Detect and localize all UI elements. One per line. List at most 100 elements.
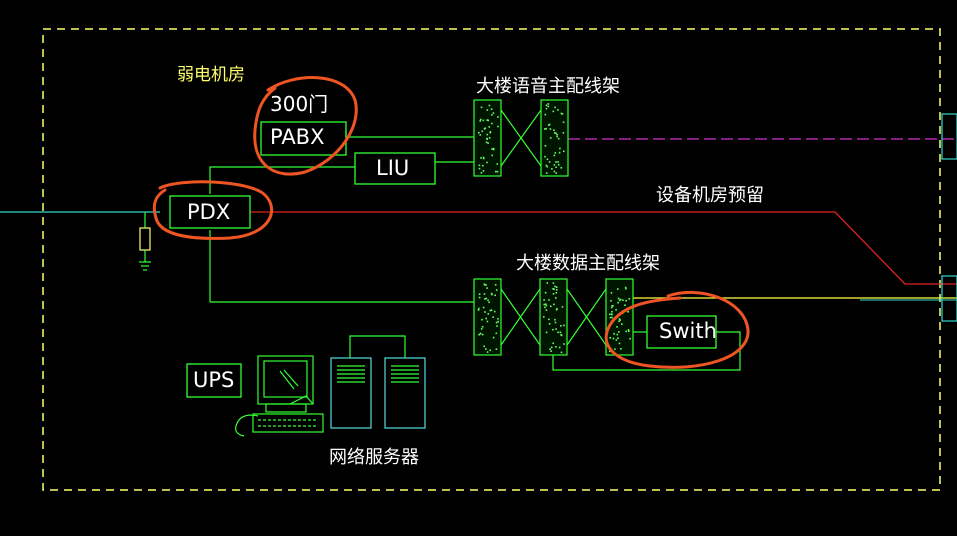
speckle-dot — [609, 337, 611, 339]
speckle-dot — [483, 128, 486, 130]
speckle-dot — [487, 142, 489, 144]
speckle-dot — [480, 106, 483, 109]
speckle-dot — [488, 104, 491, 107]
speckle-dot — [545, 127, 547, 130]
speckle-dot — [609, 350, 611, 353]
speckle-dot — [486, 161, 488, 164]
speckle-dot — [560, 325, 562, 327]
speckle-dot — [477, 309, 480, 311]
speckle-dot — [548, 323, 551, 325]
speckle-dot — [562, 121, 565, 124]
speckle-dot — [563, 343, 565, 345]
speckle-dot — [486, 109, 489, 111]
speckle-dot — [488, 126, 491, 128]
speckle-dot — [552, 288, 554, 290]
speckle-dot — [485, 284, 487, 286]
speckle-dot — [490, 108, 493, 110]
speckle-dot — [556, 289, 558, 291]
speckle-dot — [486, 133, 489, 136]
speckle-dot — [480, 328, 483, 330]
speckle-dot — [491, 293, 493, 296]
speckle-dot — [546, 158, 549, 161]
speckle-dot — [616, 326, 618, 328]
speckle-dot — [555, 346, 557, 348]
speckle-dot — [484, 311, 486, 313]
speckle-dot — [553, 164, 556, 166]
speckle-dot — [557, 161, 559, 163]
highlight-circles — [152, 76, 750, 369]
speckle-dot — [494, 284, 497, 286]
speckle-dot — [544, 306, 546, 309]
speckle-dot — [485, 317, 487, 320]
speckle-dot — [547, 103, 550, 105]
speckle-dot — [547, 124, 550, 126]
speckle-dot — [492, 112, 495, 114]
speckle-dot — [557, 331, 559, 334]
speckle-dot — [545, 331, 548, 334]
speckle-dot — [491, 154, 493, 157]
speckle-dot — [609, 313, 611, 316]
liu-box — [354, 152, 436, 185]
speckle-dot — [543, 299, 545, 301]
speckle-dot — [552, 293, 555, 295]
speckle-dot — [545, 304, 548, 307]
speckle-dot — [553, 129, 555, 131]
speckle-dot — [554, 321, 557, 324]
speckle-dot — [555, 132, 557, 135]
speckle-dot — [544, 128, 546, 130]
speckle-dot — [628, 298, 631, 300]
speckle-dot — [552, 328, 554, 331]
speckle-dot — [617, 337, 619, 339]
speckle-dot — [628, 330, 630, 332]
speckle-dot — [555, 166, 557, 168]
speckle-dot — [555, 292, 558, 294]
speckle-dot — [618, 342, 621, 345]
speckle-dot — [497, 318, 499, 320]
pabx-box — [260, 121, 347, 156]
speckle-dot — [619, 319, 621, 321]
speckle-dot — [625, 299, 627, 302]
speckle-dot — [615, 339, 618, 341]
speckle-dot — [552, 342, 554, 345]
speckle-dot — [555, 286, 558, 288]
speckle-dot — [563, 150, 565, 153]
speckle-dot — [555, 328, 557, 330]
speckle-dot — [544, 155, 546, 158]
speckle-dot — [489, 349, 491, 352]
speckle-dot — [478, 296, 481, 299]
speckle-dot — [556, 133, 558, 136]
speckle-dot — [617, 288, 619, 290]
speckle-dot — [478, 131, 480, 134]
server-vents — [337, 365, 419, 383]
speckle-dot — [495, 321, 498, 324]
speckle-dot — [491, 114, 493, 116]
speckle-dot — [478, 293, 481, 295]
speckle-dot — [611, 310, 613, 313]
speckle-dot — [481, 318, 483, 321]
speckle-dot — [479, 120, 481, 122]
speckle-dot — [486, 119, 489, 122]
speckle-dot — [544, 291, 547, 294]
speckle-dot — [485, 141, 488, 144]
speckle-dot — [553, 303, 555, 306]
speckle-dot — [624, 286, 627, 289]
speckle-dot — [559, 147, 561, 150]
speckle-dot — [481, 130, 484, 133]
speckle-dot — [554, 152, 557, 154]
speckle-dot — [491, 148, 493, 150]
speckle-dot — [549, 137, 552, 139]
equipment-wiring — [139, 130, 741, 371]
speckle-dot — [558, 346, 561, 349]
speckle-dot — [552, 282, 555, 284]
speckle-dot — [545, 107, 548, 110]
speckle-dot — [545, 172, 548, 174]
speckle-dot — [483, 283, 486, 286]
data-distribution-frame — [473, 278, 634, 356]
speckle-dot — [556, 307, 558, 310]
speckle-dot — [486, 320, 489, 323]
switch-box — [646, 315, 717, 349]
speckle-dot — [495, 289, 498, 291]
speckle-dot — [486, 287, 488, 289]
speckle-dot — [549, 348, 551, 350]
